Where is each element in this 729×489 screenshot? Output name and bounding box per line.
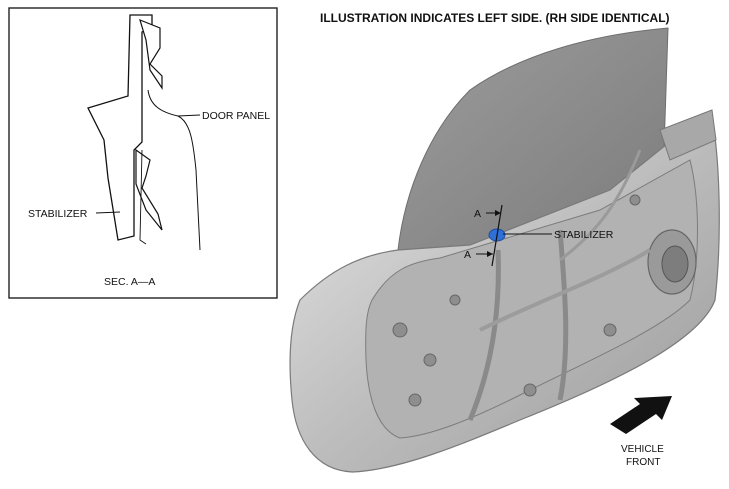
regulator-cable [479,248,652,332]
upper-hook [139,18,163,90]
section-marker-bottom: A [464,249,471,261]
stabilizer-leader-inset [95,211,121,214]
mount-hole [408,393,422,407]
door-inner-panel [365,159,698,439]
mount-hole [523,383,537,397]
direction-label-line2: FRONT [626,457,660,468]
wiring-harness [559,149,642,262]
inset-frame [8,7,278,299]
door-panel-label: DOOR PANEL [202,110,270,122]
rear-bracket [659,109,717,161]
illustration-note: ILLUSTRATION INDICATES LEFT SIDE. (RH SI… [320,11,670,25]
door-panel-inner-line [139,149,147,245]
mount-hole [423,353,437,367]
direction-label-line1: VEHICLE [621,444,664,455]
mount-hole [629,194,641,206]
section-cut-line [491,204,503,267]
regulator-rail-2 [557,229,569,401]
door-panel-leader [177,114,201,117]
lower-hook [135,148,163,231]
section-marker-top-arrowhead [495,210,501,216]
vehicle-front-arrow [610,396,672,434]
regulator-rail-1 [467,249,501,421]
speaker-cone [661,245,689,283]
section-marker-top: A [474,208,481,220]
stabilizer-label-inset: STABILIZER [28,208,88,220]
section-inset: DOOR PANEL STABILIZER SEC. A—A [8,7,278,299]
mount-hole [603,323,617,337]
mount-hole [392,322,408,338]
mount-hole [449,294,461,306]
section-marker-bottom-arrowhead [487,251,493,257]
stabilizer-label-main: STABILIZER [554,229,614,241]
door-illustration [289,27,720,473]
section-label: SEC. A—A [104,276,155,288]
